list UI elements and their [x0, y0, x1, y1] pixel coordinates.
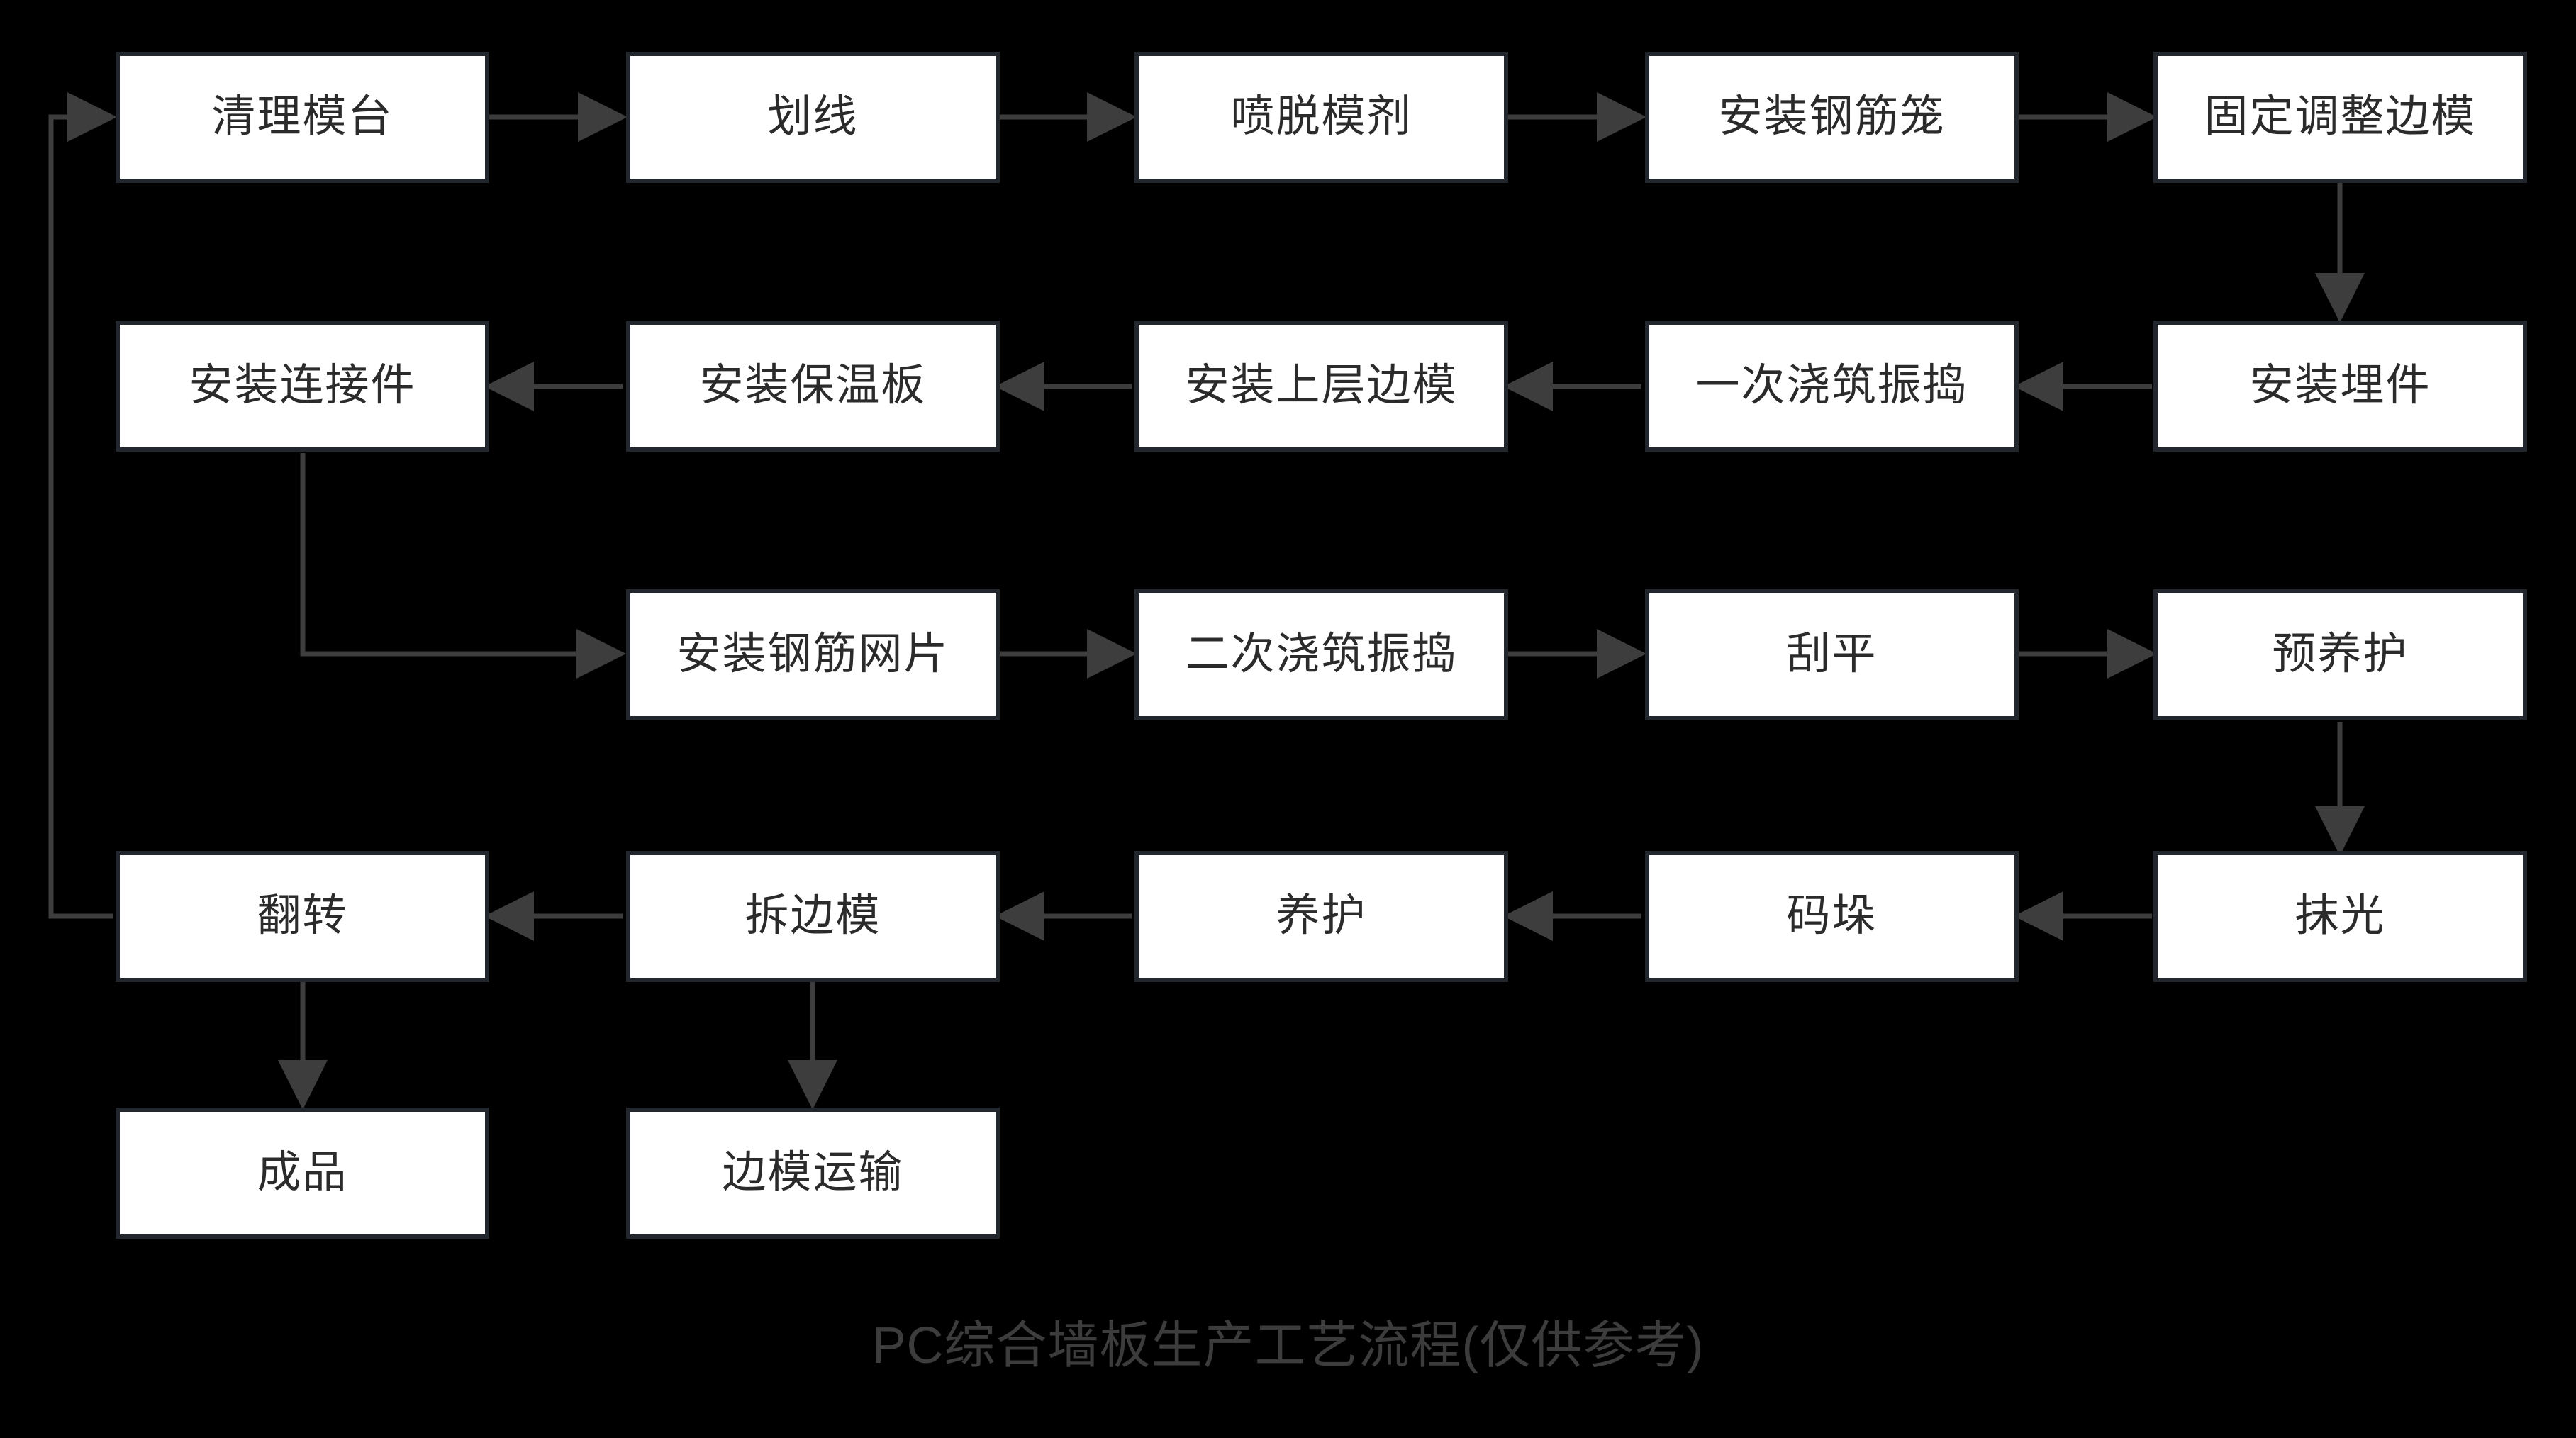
node-label: 安装钢筋网片 [676, 630, 949, 679]
node-qing-li-mo-tai[interactable]: 清理模台 [116, 52, 489, 183]
node-an-zhuang-mai-jian[interactable]: 安装埋件 [2153, 321, 2527, 452]
node-label: 拆边模 [745, 891, 881, 941]
node-an-zhuang-gang-jin-long[interactable]: 安装钢筋笼 [1645, 52, 2019, 183]
node-pen-tuo-mo-ji[interactable]: 喷脱模剂 [1134, 52, 1508, 183]
node-label: 安装上层边模 [1185, 361, 1458, 411]
edge-n19-n1-loop [48, 92, 117, 919]
edge-n10-n11 [300, 453, 626, 679]
node-bian-mo-yun-shu[interactable]: 边模运输 [626, 1108, 1000, 1239]
node-label: 二次浇筑振捣 [1185, 630, 1458, 679]
node-an-zhuang-shang-ceng-bian-mo[interactable]: 安装上层边模 [1134, 321, 1508, 452]
node-fan-zhuan[interactable]: 翻转 [116, 851, 489, 982]
node-er-ci-jiao-zhu-zhen-dao[interactable]: 二次浇筑振捣 [1134, 589, 1508, 720]
node-ma-duo[interactable]: 码垛 [1645, 851, 2019, 982]
diagram-caption: PC综合墙板生产工艺流程(仅供参考) [871, 1317, 1705, 1374]
node-label: 养护 [1276, 891, 1367, 941]
node-label: 抹光 [2295, 891, 2386, 941]
node-label: 一次浇筑振捣 [1695, 361, 1968, 411]
node-label: 翻转 [257, 891, 348, 941]
node-chai-bian-mo[interactable]: 拆边模 [626, 851, 1000, 982]
node-label: 边模运输 [722, 1148, 904, 1198]
node-yang-hu[interactable]: 养护 [1134, 851, 1508, 982]
node-label: 预养护 [2272, 630, 2409, 679]
node-gua-ping[interactable]: 刮平 [1645, 589, 2019, 720]
node-yu-yang-hu[interactable]: 预养护 [2153, 589, 2527, 720]
node-mo-guang[interactable]: 抹光 [2153, 851, 2527, 982]
node-yi-ci-jiao-zhu-zhen-dao[interactable]: 一次浇筑振捣 [1645, 321, 2019, 452]
node-label: 成品 [257, 1148, 348, 1198]
node-label: 喷脱模剂 [1230, 92, 1412, 142]
node-an-zhuang-lian-jie-jian[interactable]: 安装连接件 [116, 321, 489, 452]
node-an-zhuang-gang-jin-wang-pian[interactable]: 安装钢筋网片 [626, 589, 1000, 720]
node-cheng-pin[interactable]: 成品 [116, 1108, 489, 1239]
node-label: 安装保温板 [699, 361, 927, 411]
node-label: 划线 [767, 92, 859, 142]
node-label: 安装钢筋笼 [1718, 92, 1946, 142]
node-hua-xian[interactable]: 划线 [626, 52, 1000, 183]
node-label: 码垛 [1786, 891, 1878, 941]
node-an-zhuang-bao-wen-ban[interactable]: 安装保温板 [626, 321, 1000, 452]
node-label: 刮平 [1786, 630, 1878, 679]
node-gu-ding-tiao-zheng-bian-mo[interactable]: 固定调整边模 [2153, 52, 2527, 183]
node-label: 安装连接件 [189, 361, 416, 411]
node-label: 固定调整边模 [2204, 92, 2477, 142]
node-label: 安装埋件 [2249, 361, 2431, 411]
node-label: 清理模台 [211, 92, 394, 142]
